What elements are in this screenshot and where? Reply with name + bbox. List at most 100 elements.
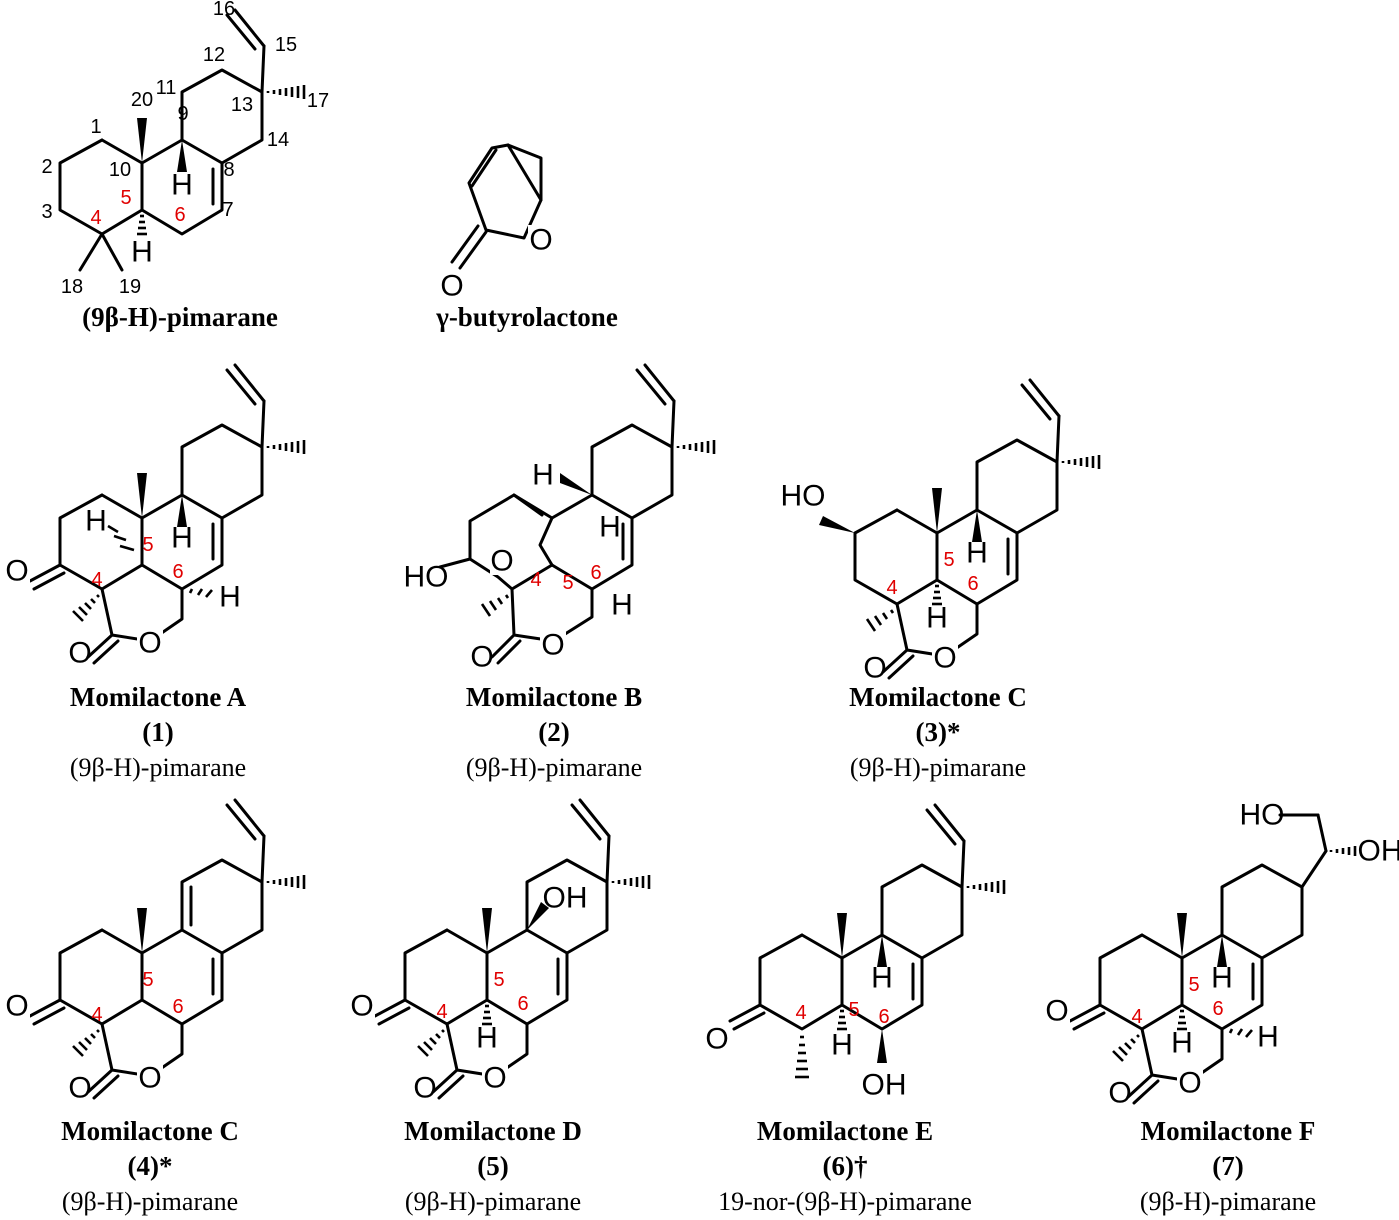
skeleton-type: (9β-H)-pimarane — [1140, 1187, 1316, 1216]
hydrogen-label: H — [131, 236, 153, 269]
atom-number: 19 — [119, 276, 141, 298]
oxygen-label: O — [350, 990, 373, 1023]
atom-number: 4 — [90, 207, 101, 229]
oxygen-label: O — [138, 627, 161, 660]
hydrogen-label: H — [219, 581, 241, 614]
hydrogen-label: H — [966, 537, 988, 570]
skeleton-type: (9β-H)-pimarane — [850, 753, 1026, 782]
compound-name: Momilactone C — [61, 1116, 239, 1146]
oxygen-label: O — [138, 1062, 161, 1095]
hydroxyl-label: OH — [543, 882, 588, 915]
skeleton-type: (9β-H)-pimarane — [62, 1187, 238, 1216]
momilactone-b-structure: H H H O O O HO 4 5 6 — [404, 363, 716, 674]
compound-number: (3)* — [916, 717, 961, 747]
compound-number: (2) — [538, 717, 569, 747]
atom-number: 5 — [848, 999, 859, 1021]
oxygen-label: O — [5, 990, 28, 1023]
hydroxyl-label: HO — [1240, 799, 1285, 832]
skeleton-type: (9β-H)-pimarane — [70, 753, 246, 782]
atom-number: 20 — [131, 89, 153, 111]
hydrogen-label: H — [171, 169, 193, 202]
caption-momilactone-e: Momilactone E (6)† 19-nor-(9β-H)-pimaran… — [718, 1116, 972, 1216]
atom-number: 13 — [231, 94, 253, 116]
hydrogen-label: H — [599, 511, 621, 544]
compound-number: (7) — [1212, 1151, 1243, 1181]
skeleton-type: (9β-H)-pimarane — [466, 753, 642, 782]
compound-number: (4)* — [128, 1151, 173, 1181]
compound-number: (6)† — [823, 1151, 868, 1181]
oxygen-label: O — [705, 1023, 728, 1056]
compound-name: Momilactone F — [1141, 1116, 1316, 1146]
atom-number: 8 — [223, 159, 234, 181]
hydrogen-label: H — [171, 522, 193, 555]
hydrogen-label: H — [1171, 1027, 1193, 1060]
hydroxyl-label: HO — [404, 561, 449, 594]
hydrogen-label: H — [831, 1029, 853, 1062]
atom-number: 9 — [177, 103, 188, 125]
atom-number: 6 — [174, 204, 185, 226]
oxygen-label: O — [68, 637, 91, 670]
atom-number: 1 — [90, 116, 101, 138]
atom-number: 4 — [91, 1004, 102, 1026]
skeleton-type: (9β-H)-pimarane — [405, 1187, 581, 1216]
atom-number: 6 — [967, 573, 978, 595]
atom-number: 11 — [156, 77, 177, 99]
caption-momilactone-f: Momilactone F (7) (9β-H)-pimarane — [1140, 1116, 1316, 1216]
atom-number: 5 — [142, 534, 153, 556]
atom-number: 18 — [61, 276, 83, 298]
hydrogen-label: H — [476, 1022, 498, 1055]
oxygen-label: O — [483, 1062, 506, 1095]
oxygen-label: O — [440, 270, 463, 303]
atom-number: 4 — [886, 577, 897, 599]
compound-name: Momilactone C — [849, 682, 1027, 712]
hydrogen-label: H — [1257, 1021, 1279, 1054]
caption-momilactone-b: Momilactone B (2) (9β-H)-pimarane — [466, 682, 642, 782]
compound-number: (5) — [477, 1151, 508, 1181]
hydrogen-label: H — [532, 459, 554, 492]
hydroxyl-label: HO — [781, 480, 826, 513]
momilactone-a-structure: H H H O O O 4 5 6 — [4, 363, 306, 670]
atom-number: 4 — [795, 1002, 806, 1024]
hydroxyl-label: OH — [862, 1069, 907, 1102]
atom-number: 7 — [222, 199, 233, 221]
oxygen-label: O — [413, 1072, 436, 1105]
momilactone-c3-structure: H H HO O O 4 5 6 — [781, 378, 1101, 685]
compound-name: Momilactone E — [757, 1116, 933, 1146]
atom-number: 5 — [120, 187, 131, 209]
pimarane-skeleton: 1 2 3 4 5 6 7 8 9 10 11 12 13 14 15 16 1… — [41, 0, 329, 332]
butyrolactone-structure: O O γ-butyrolactone — [435, 143, 618, 332]
atom-number: 5 — [1188, 974, 1199, 996]
atom-number: 4 — [530, 569, 541, 591]
compound-name: Momilactone B — [466, 682, 642, 712]
atom-number: 6 — [517, 993, 528, 1015]
hydrogen-label: H — [85, 505, 107, 538]
atom-number: 12 — [203, 44, 225, 66]
compound-name: Momilactone A — [70, 682, 247, 712]
atom-number: 6 — [878, 1006, 889, 1028]
compound-name: Momilactone D — [404, 1116, 582, 1146]
atom-number: 2 — [41, 156, 52, 178]
compound-number: (1) — [142, 717, 173, 747]
oxygen-label: O — [1108, 1077, 1131, 1110]
atom-number: 3 — [41, 201, 52, 223]
momilactone-e-structure: H H OH O 4 5 6 — [704, 803, 1006, 1102]
oxygen-label: O — [529, 224, 552, 257]
skeleton-type: 19-nor-(9β-H)-pimarane — [718, 1187, 972, 1216]
atom-number: 15 — [275, 34, 297, 56]
oxygen-label: O — [68, 1072, 91, 1105]
atom-number: 10 — [109, 159, 131, 181]
momilactone-c4-structure: O O O 4 5 6 — [4, 798, 306, 1105]
atom-number: 4 — [91, 569, 102, 591]
atom-number: 16 — [213, 0, 235, 20]
atom-number: 17 — [307, 90, 329, 112]
atom-number: 6 — [590, 562, 601, 584]
atom-number: 14 — [267, 129, 289, 151]
hydrogen-label: H — [871, 962, 893, 995]
momilactone-f-structure: H H H HO OH O O O 4 5 6 — [1044, 799, 1399, 1110]
atom-number: 5 — [142, 969, 153, 991]
atom-number: 6 — [172, 561, 183, 583]
caption-momilactone-d: Momilactone D (5) (9β-H)-pimarane — [404, 1116, 582, 1216]
atom-number: 5 — [943, 549, 954, 571]
atom-number: 4 — [1131, 1006, 1142, 1028]
